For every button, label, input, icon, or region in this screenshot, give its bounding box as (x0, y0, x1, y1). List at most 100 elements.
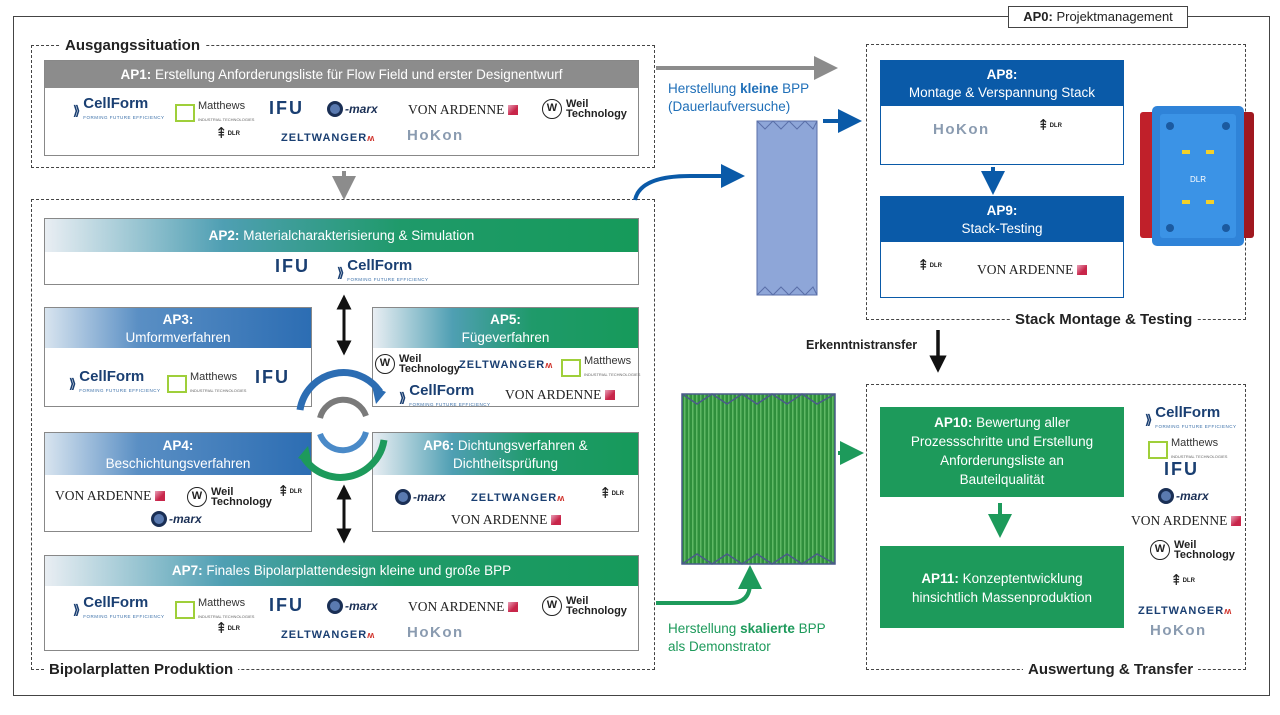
ap0-text: Projektmanagement (1056, 9, 1173, 24)
emarx-logo: -marx (327, 101, 378, 117)
matthews-mark-icon (1148, 441, 1168, 459)
ifu-logo: IFU (269, 98, 304, 118)
ap9-header: AP9: Stack-Testing (881, 197, 1123, 242)
emarx-dot-icon (395, 489, 411, 505)
ap8-header: AP8: Montage & Verspannung Stack (881, 61, 1123, 106)
hokon-logo: HoKon (1150, 622, 1207, 639)
emarx-logo: -marx (395, 489, 446, 505)
dlr-logo: ⇞DLR (1037, 117, 1062, 134)
dlr-logo: ⇞DLR (277, 483, 302, 500)
vonardenne-square-icon (508, 105, 519, 115)
emarx-dot-icon (327, 101, 343, 117)
ap1-box: AP1: Erstellung Anforderungsliste für Fl… (44, 60, 639, 156)
scaled-bpp-plate-icon (681, 393, 836, 565)
vonardenne-logo: VON ARDENNE (408, 600, 519, 614)
zeltwanger-mark-icon: ʍ (557, 493, 566, 503)
ap8-box: AP8: Montage & Verspannung Stack HoKon ⇞… (880, 60, 1124, 165)
dlr-bird-icon: ⇞ (917, 257, 930, 274)
ap11-text: AP11: Konzeptentwicklung hinsichtlich Ma… (911, 571, 1093, 605)
zeltwanger-mark-icon: ʍ (367, 133, 376, 143)
small-bpp-plate-icon (756, 120, 818, 296)
ap4-code: AP4: (162, 438, 194, 453)
cellform-swoosh-icon: ⟫ (399, 390, 407, 405)
ap3-title: Umformverfahren (125, 330, 231, 345)
emarx-logo: -marx (327, 598, 378, 614)
dlr-bird-icon: ⇞ (1037, 117, 1050, 134)
dlr-logo: ⇞DLR (1170, 572, 1195, 589)
fuel-cell-stack-icon: DLR (1140, 106, 1254, 246)
matthews-mark-icon (175, 104, 195, 122)
emarx-logo: -marx (1158, 488, 1209, 504)
ap7-code: AP7: (171, 563, 203, 578)
emarx-dot-icon (151, 511, 167, 527)
ap0-code: AP0: (1023, 9, 1053, 24)
cellform-swoosh-icon: ⟫ (73, 602, 81, 617)
vonardenne-logo: VON ARDENNE (977, 263, 1088, 277)
ap6-box: AP6: Dichtungsverfahren & Dichtheitsprüf… (372, 432, 639, 532)
vonardenne-square-icon (155, 491, 166, 501)
dlr-bird-icon: ⇞ (215, 620, 228, 637)
vonardenne-logo: VON ARDENNE (451, 513, 562, 527)
ap6-title-line2: Dichtheitsprüfung (452, 456, 559, 471)
zeltwanger-mark-icon: ʍ (367, 630, 376, 640)
vonardenne-logo: VON ARDENNE (1131, 514, 1242, 528)
matthews-mark-icon (167, 375, 187, 393)
vonardenne-square-icon (551, 515, 562, 525)
vonardenne-square-icon (508, 602, 519, 612)
ap4-box: AP4: Beschichtungsverfahren VON ARDENNE … (44, 432, 312, 532)
dlr-bird-icon: ⇞ (215, 125, 228, 142)
ap5-title: Fügeverfahren (461, 330, 550, 345)
ap4-title: Beschichtungsverfahren (105, 456, 251, 471)
ap10-code: AP10: (934, 415, 973, 430)
cellform-swoosh-icon: ⟫ (1145, 412, 1153, 427)
vonardenne-square-icon (605, 390, 616, 400)
project-frame (13, 16, 1270, 696)
zeltwanger-mark-icon: ʍ (545, 360, 554, 370)
dlr-logo: ⇞DLR (917, 257, 942, 274)
ap1-code: AP1: (120, 67, 152, 82)
ap5-code: AP5: (490, 312, 521, 327)
matthews-mark-icon (175, 601, 195, 619)
note-scaled-bpp: Herstellung skalierte BPP als Demonstrat… (668, 621, 826, 654)
emarx-logo: -marx (151, 511, 202, 527)
ap2-box: AP2: Materialcharakterisierung & Simulat… (44, 218, 639, 285)
ap6-header: AP6: Dichtungsverfahren & Dichtheitsprüf… (373, 433, 638, 475)
emarx-dot-icon (327, 598, 343, 614)
dlr-bird-icon: ⇞ (1170, 572, 1183, 589)
cycle-arrows-icon (296, 369, 388, 481)
arrow-production-to-small-bpp (633, 164, 745, 201)
ap8-code: AP8: (986, 67, 1018, 82)
ap4-header: AP4: Beschichtungsverfahren (45, 433, 311, 475)
ifu-logo: IFU (255, 367, 290, 387)
ap8-title: Montage & Verspannung Stack (908, 85, 1096, 100)
cellform-swoosh-icon: ⟫ (337, 265, 345, 280)
ap6-title: Dichtungsverfahren & (457, 438, 588, 453)
group-title-transfer: Auswertung & Transfer (1023, 661, 1199, 678)
hokon-logo: HoKon (933, 121, 990, 138)
ap6-code: AP6: (423, 438, 455, 453)
ap2-header: AP2: Materialcharakterisierung & Simulat… (45, 219, 638, 252)
ap0-label: AP0: Projektmanagement (1008, 6, 1188, 28)
ifu-logo: IFU (269, 595, 304, 615)
vonardenne-logo: VON ARDENNE (505, 388, 616, 402)
dlr-bird-icon: ⇞ (277, 483, 290, 500)
group-title-produktion: Bipolarplatten Produktion (44, 661, 239, 678)
emarx-dot-icon (1158, 488, 1174, 504)
ap9-title: Stack-Testing (961, 221, 1043, 236)
